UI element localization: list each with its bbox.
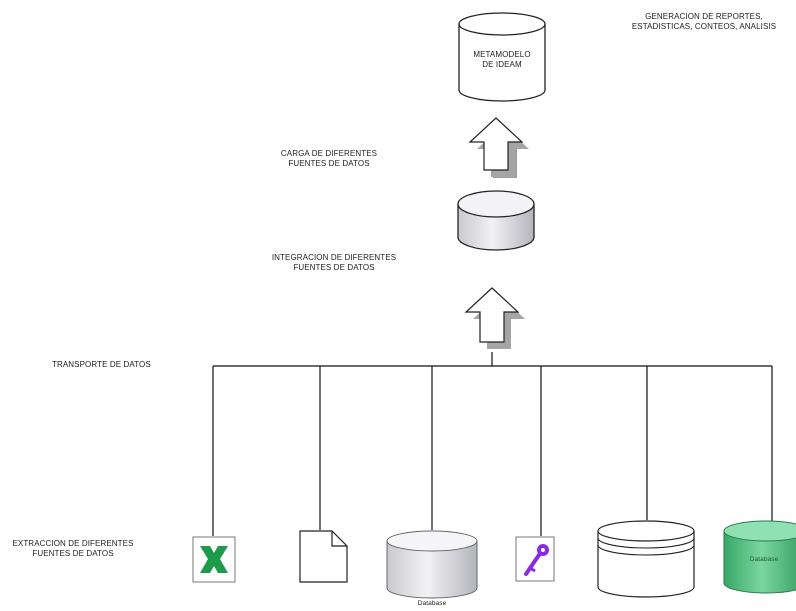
staging-database bbox=[457, 190, 535, 251]
integration-arrow bbox=[464, 287, 525, 349]
integration-label: INTEGRACION DE DIFERENTES FUENTES DE DAT… bbox=[248, 253, 420, 273]
database-caption: Database bbox=[417, 600, 447, 607]
excel-file-icon bbox=[192, 536, 236, 583]
table-stack-icon bbox=[597, 520, 695, 598]
reports-label-line2: ESTADISTICAS, CONTEOS, ANALISIS bbox=[631, 22, 777, 31]
metamodel-database bbox=[458, 12, 546, 102]
green-database-caption: Database bbox=[749, 556, 779, 563]
document-icon bbox=[299, 530, 348, 583]
reports-label: GENERACION DE REPORTES, ESTADISTICAS, CO… bbox=[612, 12, 796, 32]
key-file-icon bbox=[515, 536, 555, 582]
database-icon bbox=[386, 530, 478, 599]
load-label-line1: CARGA DE DIFERENTES bbox=[280, 149, 378, 158]
metamodel-label-line1: METAMODELO bbox=[473, 50, 531, 59]
reports-label-line1: GENERACION DE REPORTES, bbox=[645, 12, 763, 21]
extraction-label: EXTRACCION DE DIFERENTES FUENTES DE DATO… bbox=[8, 539, 138, 559]
transport-label: TRANSPORTE DE DATOS bbox=[52, 360, 151, 369]
metamodel-label: METAMODELO DE IDEAM bbox=[459, 50, 545, 70]
extraction-label-line1: EXTRACCION DE DIFERENTES bbox=[12, 539, 134, 548]
integration-label-line2: FUENTES DE DATOS bbox=[293, 263, 375, 272]
transport-bus bbox=[212, 352, 773, 536]
metamodel-label-line2: DE IDEAM bbox=[482, 60, 522, 69]
load-label: CARGA DE DIFERENTES FUENTES DE DATOS bbox=[254, 149, 404, 169]
load-arrow bbox=[468, 117, 529, 178]
green-database-icon bbox=[723, 520, 796, 594]
integration-label-line1: INTEGRACION DE DIFERENTES bbox=[271, 253, 397, 262]
extraction-label-line2: FUENTES DE DATOS bbox=[32, 549, 114, 558]
load-label-line2: FUENTES DE DATOS bbox=[288, 159, 370, 168]
